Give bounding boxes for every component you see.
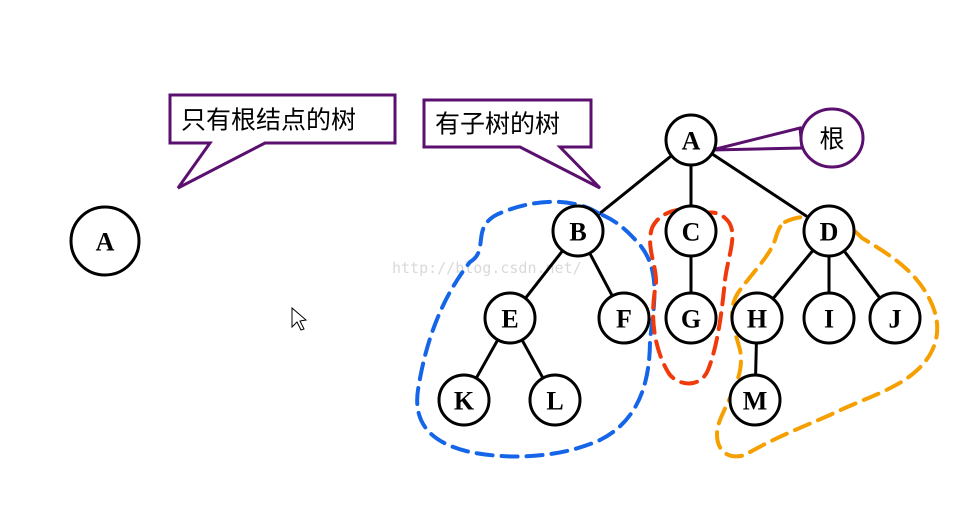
callout-single-root-tree: 只有根结点的树 [168, 93, 397, 190]
edge-e-l [520, 339, 545, 379]
tree-node-e-label: E [501, 305, 518, 334]
single-tree-node-label: A [96, 228, 115, 257]
tree-node-d-label: D [820, 218, 839, 247]
tree-node-h: H [730, 291, 784, 345]
tree-node-c-circle [664, 204, 718, 258]
tree-node-i-circle [802, 291, 856, 345]
tree-node-g-circle [664, 291, 718, 345]
tree-node-l-circle [528, 373, 582, 427]
callout-root-pointer [711, 126, 804, 152]
tree-node-c: C [664, 204, 718, 258]
tree-node-l: L [528, 373, 582, 427]
tree-node-j-label: J [889, 305, 902, 334]
tree-node-k: K [437, 373, 491, 427]
tree-node-i-label: I [824, 305, 834, 334]
callout-single-root-tree-box [168, 93, 397, 190]
edge-b-f [588, 252, 614, 297]
tree-edges [474, 152, 882, 379]
tree-node-l-label: L [546, 387, 563, 416]
tree-node-a-label: A [682, 127, 701, 156]
edge-d-h [771, 249, 815, 300]
callout-root-text: 根 [819, 125, 844, 154]
callout-subtree-tree-box [422, 98, 602, 190]
tree-node-a-circle [664, 113, 718, 167]
edge-d-j [842, 250, 882, 299]
single-tree-node-circle [69, 205, 141, 277]
callout-single-root-tree-text: 只有根结点的树 [181, 106, 356, 135]
tree-node-j: J [868, 291, 922, 345]
callout-root: 根 [711, 107, 865, 169]
tree-node-a: A [664, 113, 718, 167]
tree-node-b-label: B [569, 218, 586, 247]
tree-node-e: E [483, 291, 537, 345]
tree-node-f: F [597, 291, 651, 345]
edge-e-k [474, 339, 500, 379]
callout-subtree-tree-text: 有子树的树 [435, 110, 560, 139]
mouse-cursor-icon [291, 306, 308, 331]
single-root-tree: A [69, 205, 141, 277]
tree-node-d: D [802, 204, 856, 258]
subtree-groups [415, 199, 940, 459]
edge-a-b [596, 154, 673, 217]
tree-node-e-circle [483, 291, 537, 345]
tree-node-m-circle [728, 373, 782, 427]
callout-root-oval [799, 107, 865, 169]
tree-node-m: M [728, 373, 782, 427]
tree-node-g-label: G [681, 305, 701, 334]
watermark-text: http://blog.csdn.net/ [392, 259, 582, 277]
tree-node-h-circle [730, 291, 784, 345]
tree-node-c-label: C [682, 218, 701, 247]
callout-subtree-tree: 有子树的树 [422, 98, 602, 190]
subtree-group-d-outline [715, 214, 940, 459]
tree-node-m-label: M [743, 387, 768, 416]
tree-node-i: I [802, 291, 856, 345]
tree-node-b-circle [551, 204, 605, 258]
tree-node-h-label: H [747, 305, 767, 334]
tree-node-g: G [664, 291, 718, 345]
tree-node-f-circle [597, 291, 651, 345]
tree-node-d-circle [802, 204, 856, 258]
tree-node-f-label: F [616, 305, 632, 334]
tree-node-b: B [551, 204, 605, 258]
tree-node-k-label: K [454, 387, 475, 416]
subtree-group-c-outline [648, 207, 735, 386]
edge-b-e [524, 249, 564, 300]
edge-a-d [711, 152, 809, 219]
tree-nodes: A B C D E F G H I J K L M [437, 113, 922, 427]
tree-node-k-circle [437, 373, 491, 427]
tree-node-j-circle [868, 291, 922, 345]
edge-h-m [754, 342, 758, 376]
